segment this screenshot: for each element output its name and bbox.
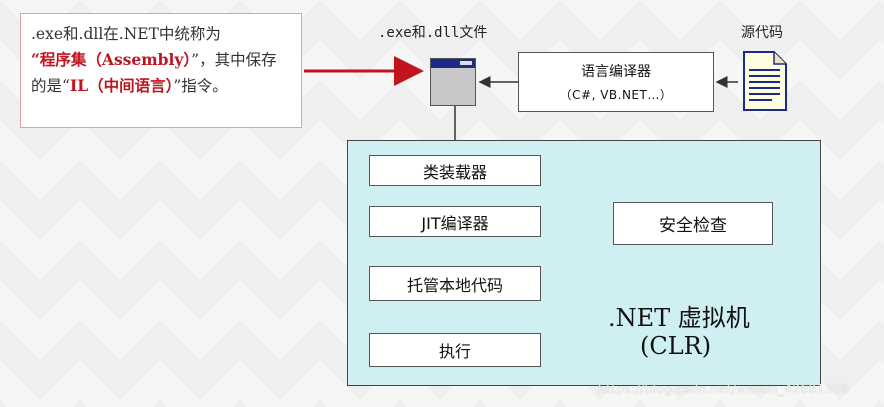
note-assembly-term: 程序集（Assembly） [39,50,192,69]
note-text-middle: ”，其中保存的是“ [31,51,277,95]
clr-title: .NET 虚拟机 [608,304,750,332]
language-compiler-box: 语言编译器 （C#, VB.NET…） [518,52,714,112]
note-il-term: IL（中间语言） [69,76,174,95]
compiler-languages: （C#, VB.NET…） [559,88,673,102]
explanation-note: .exe和.dll在.NET中统称为 “程序集（Assembly）”，其中保存的… [20,13,302,128]
execute-box: 执行 [369,333,541,367]
watermark: https://blog.csdn.net/weixin_42681308 [598,381,850,396]
clr-subtitle: (CLR) [640,332,712,360]
source-code-label: 源代码 [741,25,783,41]
compiler-title: 语言编译器 [581,64,651,80]
assembly-window-icon [430,58,476,106]
note-quote-open: “ [31,50,40,69]
class-loader-box: 类装载器 [369,155,541,186]
note-text-intro: .exe和.dll在.NET中统称为 [31,25,221,43]
jit-compiler-box: JIT编译器 [369,206,541,237]
note-text-end: ”指令。 [173,77,228,95]
security-check-box: 安全检查 [613,202,773,245]
exe-dll-label: .exe和.dll文件 [378,25,488,41]
source-document-icon [743,51,787,111]
managed-native-code-box: 托管本地代码 [369,266,541,301]
